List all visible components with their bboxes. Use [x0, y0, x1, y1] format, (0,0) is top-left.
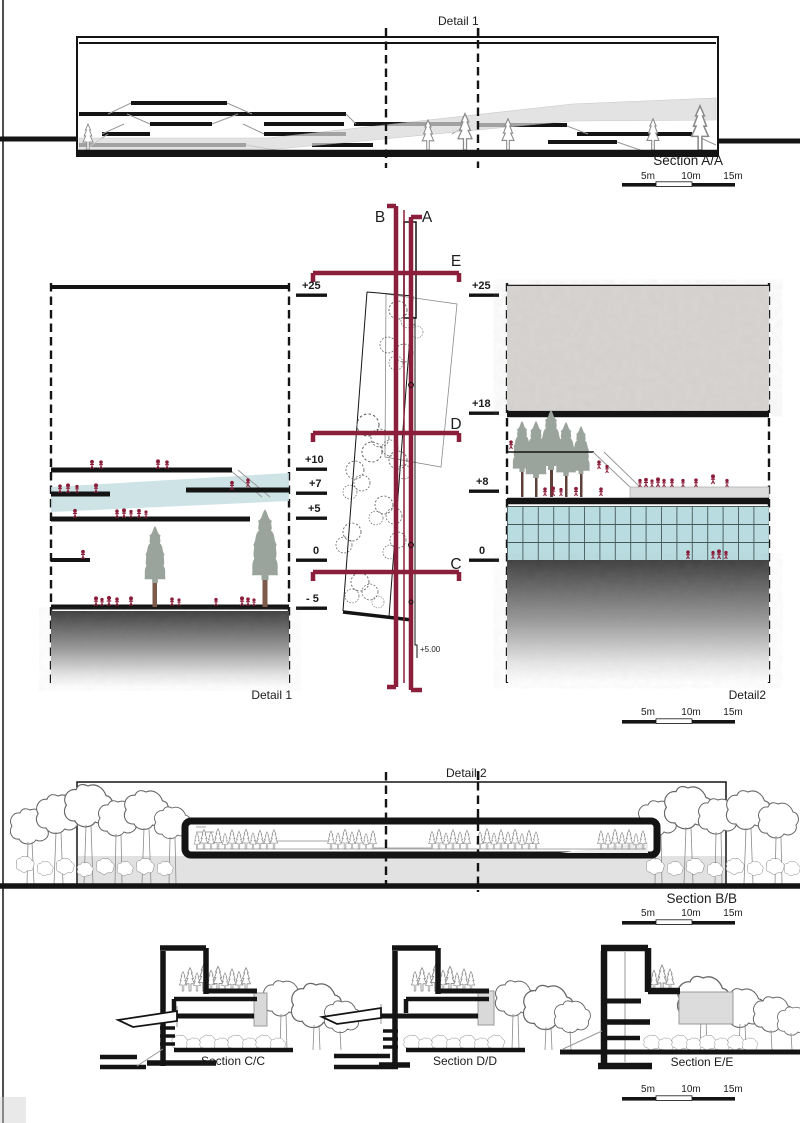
section-line-b — [387, 203, 399, 690]
section-bb-building — [181, 817, 661, 859]
section-bb-interior — [193, 826, 648, 853]
elev-right-8: +8 — [476, 476, 489, 488]
section-aa-label: Section A/A — [653, 153, 723, 168]
detail-2-top-label: Detail 2 — [446, 766, 487, 780]
scalebar-bottom: 5m 10m 15m — [622, 1084, 743, 1101]
detail-1-caption: Detail 1 — [251, 688, 292, 702]
detail-2-drawing: Detail2 5m 10m 15m — [505, 283, 771, 724]
elev-left-m5: - 5 — [306, 593, 319, 605]
corner-smudge — [0, 1097, 26, 1123]
label-section-line-e: E — [451, 253, 461, 270]
section-line-d — [310, 430, 462, 442]
plan-crossing-dots — [408, 382, 414, 605]
section-dd-gray-volume — [477, 990, 495, 1026]
scale-15m: 15m — [723, 1084, 742, 1095]
elev-left-5: +5 — [308, 503, 321, 515]
scalebar-detail2: 5m 10m 15m — [622, 707, 743, 724]
scale-10m: 10m — [681, 707, 700, 718]
scale-15m: 15m — [723, 171, 742, 182]
scale-5m: 5m — [641, 908, 655, 919]
section-dd-trees — [403, 963, 591, 1052]
elev-right-25: +25 — [472, 280, 491, 292]
detail-2-trees — [512, 410, 590, 497]
elevation-scale-left: +25 +10 +7 +5 0 - 5 — [296, 280, 327, 610]
detail-2-caption: Detail2 — [729, 688, 767, 702]
scale-15m: 15m — [723, 707, 742, 718]
elev-right-0: 0 — [479, 545, 485, 557]
scalebar-bb: 5m 10m 15m — [622, 908, 743, 925]
detail-2-markers — [384, 771, 480, 892]
water-band — [51, 473, 289, 512]
section-bb-label: Section B/B — [666, 891, 737, 906]
section-line-a — [408, 214, 422, 693]
section-aa-drawing: Detail 1 Section A/A 5m 10m 15m — [0, 14, 800, 187]
section-cc-trees — [171, 963, 361, 1052]
elev-left-0: 0 — [313, 545, 319, 557]
section-ee-drawing: Section E/E 5m 10m 15m — [560, 944, 800, 1101]
ramp-lines — [592, 451, 641, 488]
scale-5m: 5m — [641, 707, 655, 718]
section-cc-drawing: Section C/C — [100, 945, 361, 1070]
section-line-e — [310, 270, 462, 282]
section-dd-label: Section D/D — [433, 1054, 497, 1068]
lower-terrace-band — [629, 486, 770, 499]
elevation-scale-right: +25 +18 +8 0 — [469, 280, 499, 562]
elev-left-10: +10 — [305, 454, 324, 466]
detail-1-drawing: Detail 1 — [49, 283, 292, 702]
scale-10m: 10m — [681, 171, 700, 182]
section-cc-gray-volume — [253, 992, 268, 1027]
section-ee-gray-volume — [678, 991, 734, 1025]
label-section-line-b: B — [375, 209, 385, 226]
scalebar-aa: 5m 10m 15m — [622, 171, 743, 187]
detail-1-trees — [144, 509, 278, 607]
elev-left-7: +7 — [309, 478, 322, 490]
label-section-line-a: A — [422, 209, 433, 226]
elev-right-18: +18 — [472, 398, 491, 410]
plan-upper-block-outline — [384, 293, 458, 468]
scale-5m: 5m — [641, 171, 655, 182]
plan-band-base — [342, 610, 413, 622]
section-dd-structure — [318, 945, 525, 1070]
section-ee-structure — [560, 944, 800, 1070]
scale-10m: 10m — [681, 908, 700, 919]
label-section-line-d: D — [450, 416, 461, 433]
detail-1-top-label: Detail 1 — [438, 14, 479, 28]
scale-15m: 15m — [723, 908, 742, 919]
plan-leader-line — [414, 317, 418, 658]
scale-10m: 10m — [681, 1084, 700, 1095]
section-bb-base-band — [78, 856, 725, 884]
section-bb-drawing: Detail 2 Section B/B 5m 10m 15m — [0, 766, 800, 925]
scale-5m: 5m — [641, 1084, 655, 1095]
section-dd-drawing: Section D/D — [318, 945, 591, 1070]
section-ee-label: Section E/E — [671, 1055, 734, 1069]
label-section-line-c: C — [450, 556, 461, 573]
section-ee-trees — [643, 964, 800, 1052]
plan-band-outline — [342, 291, 414, 618]
section-cc-label: Section C/C — [201, 1054, 265, 1068]
site-plan: B A E D C +5.00 +25 +10 +7 +5 0 - 5 +25 … — [296, 203, 499, 693]
elev-left-25: +25 — [302, 280, 321, 292]
section-bb-side-trees — [9, 783, 800, 885]
section-cc-structure — [100, 945, 293, 1070]
spot-elevation: +5.00 — [420, 645, 441, 654]
detail-1-markers — [384, 28, 480, 168]
section-line-c — [310, 569, 462, 581]
section-bb-box — [76, 781, 727, 884]
